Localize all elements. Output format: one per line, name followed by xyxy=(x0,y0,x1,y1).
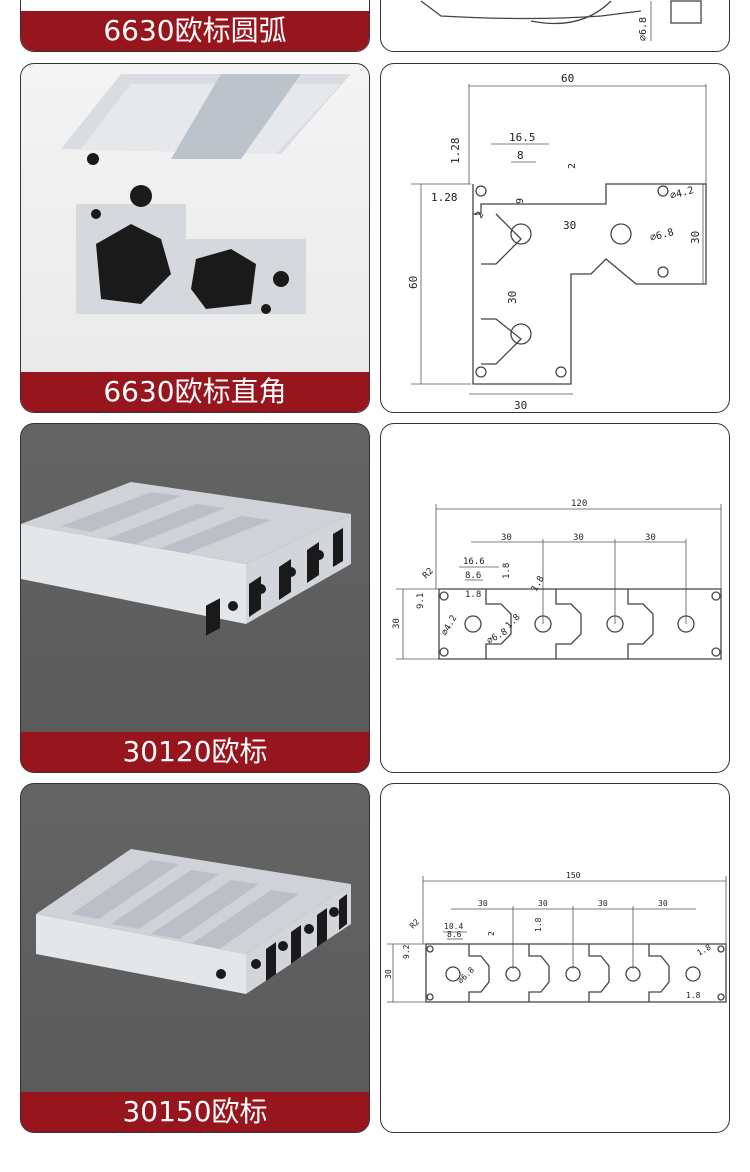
dim-12: 30 xyxy=(689,231,702,244)
dim-11: 60 xyxy=(407,276,420,289)
product-label-2: 30120欧标 xyxy=(21,732,369,772)
drawing-0: ∅6.8 xyxy=(420,0,702,41)
dim-2: 30 xyxy=(538,899,548,908)
dim-7: 2 xyxy=(487,931,496,936)
dim-5: 1.28 xyxy=(431,191,458,204)
drawing-1: 60 16.5 1.28 8 2 1.28 9 2 ∅4.2 30 ∅6.8 6… xyxy=(407,72,707,412)
dim-1: 16.5 xyxy=(509,131,536,144)
dim-text: ∅6.8 xyxy=(638,17,649,41)
profile-photo-1 xyxy=(61,74,351,314)
drawing-card-3: 150 30 30 30 30 10.4 8.6 2 1.8 R2 9.2 30… xyxy=(380,783,730,1133)
dim-10: ∅6.8 xyxy=(649,227,675,244)
dim-1: 30 xyxy=(478,899,488,908)
profile-photo-3 xyxy=(36,849,351,994)
dim-8: 1.8 xyxy=(534,917,543,932)
dim-6: 9 xyxy=(515,198,526,204)
product-photo-card-2: 30120欧标 xyxy=(20,423,370,773)
dim-0: 60 xyxy=(561,72,574,85)
dim-2: 30 xyxy=(573,533,584,543)
drawing-card-0: ∅6.8 xyxy=(380,0,730,52)
dim-8: 1.8 xyxy=(530,574,547,593)
product-label-0: 6630欧标圆弧 xyxy=(21,11,369,51)
dim-7: 1.8 xyxy=(502,563,512,579)
drawing-2: 120 30 30 30 16.6 8.6 1.8 1.8 1.8 9.1 R2… xyxy=(392,499,722,660)
drawing-3: 150 30 30 30 30 10.4 8.6 2 1.8 R2 9.2 30… xyxy=(384,871,727,1003)
dim-6: 8.6 xyxy=(447,930,462,939)
dim-5: 8.6 xyxy=(465,571,481,581)
product-photo-card-0: 6630欧标圆弧 xyxy=(20,0,370,52)
dim-13: 1.8 xyxy=(696,943,713,958)
dim-13: 30 xyxy=(506,291,519,304)
dim-3: 8 xyxy=(517,149,524,162)
dim-10: R2 xyxy=(421,566,436,581)
dim-0: 150 xyxy=(566,871,581,880)
dim-10: 9.2 xyxy=(402,944,411,959)
dim-11: 30 xyxy=(384,969,393,979)
dim-14: 1.8 xyxy=(504,613,523,632)
dim-6: 1.8 xyxy=(465,590,481,600)
dim-4: 2 xyxy=(567,163,578,169)
product-photo-card-3: 30150欧标 xyxy=(20,783,370,1133)
dim-11: 30 xyxy=(392,618,402,629)
dim-2: 1.28 xyxy=(449,138,462,165)
drawing-card-1: 60 16.5 1.28 8 2 1.28 9 2 ∅4.2 30 ∅6.8 6… xyxy=(380,63,730,413)
dim-8: ∅4.2 xyxy=(669,185,695,202)
dim-3: 30 xyxy=(645,533,656,543)
product-label-1: 6630欧标直角 xyxy=(21,372,369,412)
dim-3: 30 xyxy=(598,899,608,908)
dim-7: 2 xyxy=(474,210,487,221)
drawing-card-2: 120 30 30 30 16.6 8.6 1.8 1.8 1.8 9.1 R2… xyxy=(380,423,730,773)
dim-9: 30 xyxy=(563,219,576,232)
dim-9: R2 xyxy=(408,917,421,930)
dim-1: 30 xyxy=(501,533,512,543)
dim-4: 16.6 xyxy=(463,557,485,567)
dim-14: 30 xyxy=(514,399,527,412)
product-photo-card-1: 6630欧标直角 xyxy=(20,63,370,413)
dim-5: 10.4 xyxy=(444,922,463,931)
dim-0: 120 xyxy=(571,499,587,509)
dim-12: ∅4.2 xyxy=(440,614,460,638)
dim-4: 30 xyxy=(658,899,668,908)
profile-photo-2 xyxy=(21,482,351,636)
dim-9: 9.1 xyxy=(416,593,426,609)
dim-12: ∅6.8 xyxy=(456,965,476,985)
dim-14: 1.8 xyxy=(686,991,701,1000)
product-label-3: 30150欧标 xyxy=(21,1092,369,1132)
